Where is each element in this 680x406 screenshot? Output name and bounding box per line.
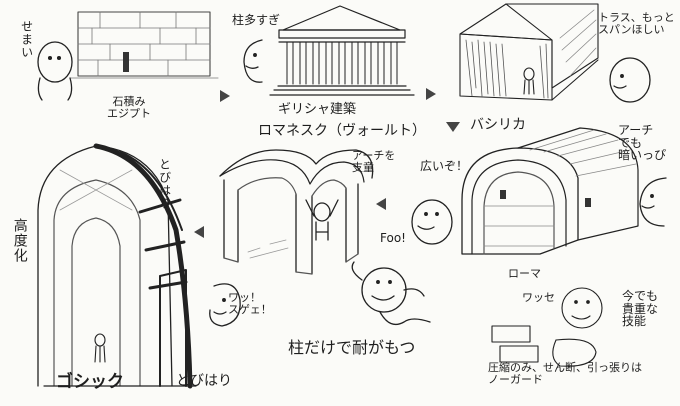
rome-arch-label: アーチ でも 暗いっぴ xyxy=(618,123,667,163)
rome-fusse-label: ワッセ xyxy=(522,291,555,304)
rome-right-character xyxy=(639,177,667,227)
arrow-left-icon xyxy=(194,226,204,238)
roman-barrel-vault-drawing xyxy=(461,127,639,255)
gothic-flying-vertical-label: とびはり xyxy=(157,158,172,210)
rome-wide-label: 広いぞ！ xyxy=(420,159,469,173)
greek-character xyxy=(243,39,263,83)
greece-caption: ギリシャ建築 xyxy=(278,102,357,117)
romanesque-caption: ロマネスク（ヴォールト） xyxy=(258,123,426,139)
egypt-narrow-label: せまい xyxy=(19,20,34,59)
gothic-character xyxy=(209,283,241,327)
arrow-left-icon xyxy=(376,198,386,210)
gothic-caption: ゴシック xyxy=(56,372,124,392)
rome-label: ローマ xyxy=(508,267,541,280)
romanesque-arch-label: アーチを 支童 xyxy=(352,149,396,174)
greece-speech-label: 柱多すぎ xyxy=(232,13,281,27)
basilica-character xyxy=(609,57,651,103)
egypt-character xyxy=(37,41,73,101)
basilica-speech-label: トラス、もっと スパンほしい xyxy=(598,11,675,36)
romanesque-pillars-label: 柱だけで耐がもつ xyxy=(288,338,416,357)
romanesque-fan-character xyxy=(351,261,431,326)
brick-stack-drawing xyxy=(491,287,603,367)
arrow-right-icon xyxy=(220,90,230,102)
basilica-truss-hall-drawing xyxy=(459,3,599,101)
egypt-caption: 石積み エジプト xyxy=(107,95,151,120)
rome-left-character xyxy=(411,199,453,245)
egypt-stone-wall-drawing xyxy=(69,11,219,79)
romanesque-foo-label: Foo! xyxy=(380,231,406,245)
gothic-flying-label: とびはり xyxy=(176,373,232,389)
rome-footnote: 圧縮のみ、せん断、引っ張りは ノーガード xyxy=(488,361,642,386)
arrow-down-icon xyxy=(446,122,460,132)
gothic-wow-label: ワッ！ スゲェ！ xyxy=(228,291,272,316)
gothic-cathedral-drawing xyxy=(37,143,197,389)
romanesque-cross-vault-drawing xyxy=(219,149,374,275)
gothic-small-person xyxy=(94,333,106,363)
greek-temple-drawing xyxy=(269,5,415,96)
rome-skill-label: 今でも 貴重な 技能 xyxy=(622,289,659,329)
romanesque-worker-character xyxy=(305,199,339,241)
basilica-caption: バシリカ xyxy=(470,117,526,133)
gothic-tall-label: 高度化 xyxy=(11,218,28,263)
arrow-right-icon xyxy=(426,88,436,100)
